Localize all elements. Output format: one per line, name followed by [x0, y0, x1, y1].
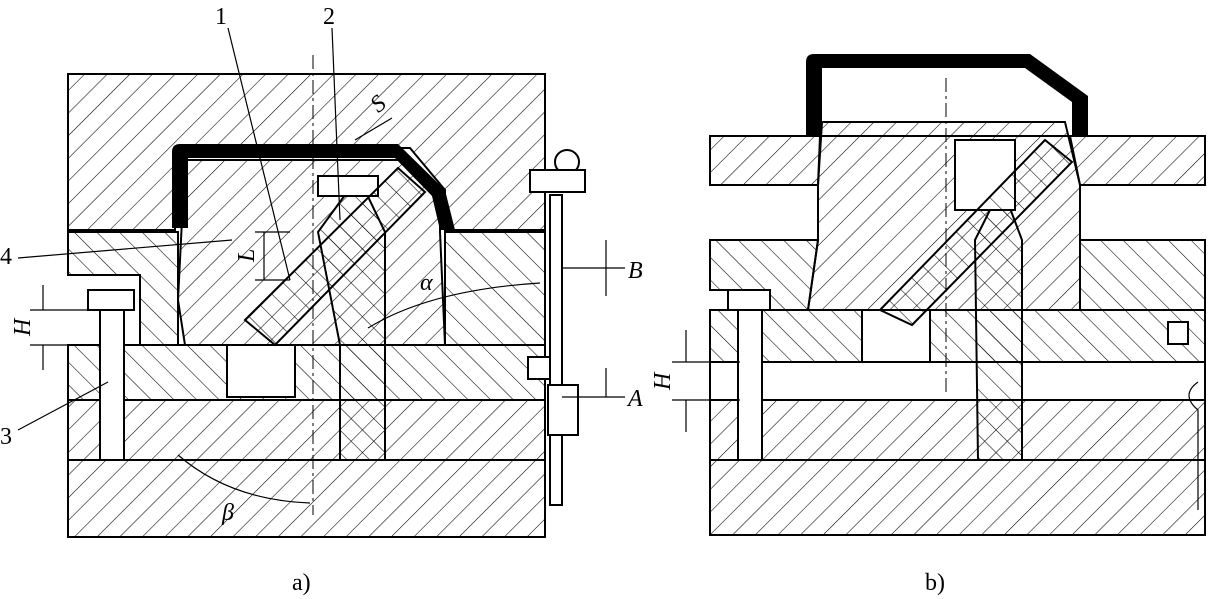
symbol-beta: β [221, 500, 234, 526]
right-stripper-b [1079, 239, 1206, 311]
workpiece-a[interactable] [172, 144, 455, 230]
gap-b [709, 361, 1206, 401]
bolt-shank-a [99, 309, 125, 461]
leader-2 [331, 27, 341, 221]
inclined-slider-b [878, 138, 1074, 327]
inclined-slider-a [243, 166, 427, 347]
figure-a: 1 2 3 4 S L H α β B A a) [0, 4, 643, 596]
beta-arc [177, 454, 311, 504]
sensor-b [1167, 321, 1189, 345]
foot-a [547, 384, 579, 436]
alpha-arc [367, 282, 541, 329]
base-plate-b [709, 459, 1206, 536]
symbol-a: A [626, 386, 643, 412]
bolt-head-a [87, 289, 135, 311]
label-3: 3 [0, 424, 12, 450]
bolt-shank-b [737, 309, 763, 461]
top-bracket-a [529, 169, 586, 193]
symbol-h-a: H [10, 317, 36, 337]
dim-s-arrow [354, 117, 393, 141]
figure-b: H b) [650, 54, 1206, 596]
clip-b [1188, 381, 1199, 510]
lower-plate-a [67, 399, 546, 461]
right-stripper-a [444, 231, 546, 346]
label-4: 4 [0, 244, 12, 270]
base-plate-a [67, 459, 546, 538]
bolt-head-b [727, 289, 771, 311]
lower-plate-b [709, 399, 1206, 461]
upper-plate-a [67, 73, 546, 231]
label-1: 1 [215, 4, 227, 30]
symbol-b: B [628, 258, 643, 284]
slot-a [226, 344, 296, 398]
leader-4 [17, 239, 233, 259]
caption-b: b) [925, 570, 945, 596]
side-bar-a [549, 194, 563, 506]
guide-pocket-a [317, 175, 379, 197]
caption-a: a) [292, 570, 311, 596]
symbol-l: L [234, 249, 260, 263]
symbol-h-b: H [650, 371, 676, 391]
middle-plate-b [709, 309, 1206, 363]
middle-plate-a [67, 344, 546, 401]
sensor-a [527, 356, 551, 380]
leader-1 [227, 27, 291, 281]
label-2: 2 [323, 4, 335, 30]
upper-plate-b [709, 135, 1206, 186]
leader-3 [17, 381, 109, 431]
symbol-alpha: α [420, 270, 433, 296]
workpiece-b[interactable] [806, 54, 1088, 136]
